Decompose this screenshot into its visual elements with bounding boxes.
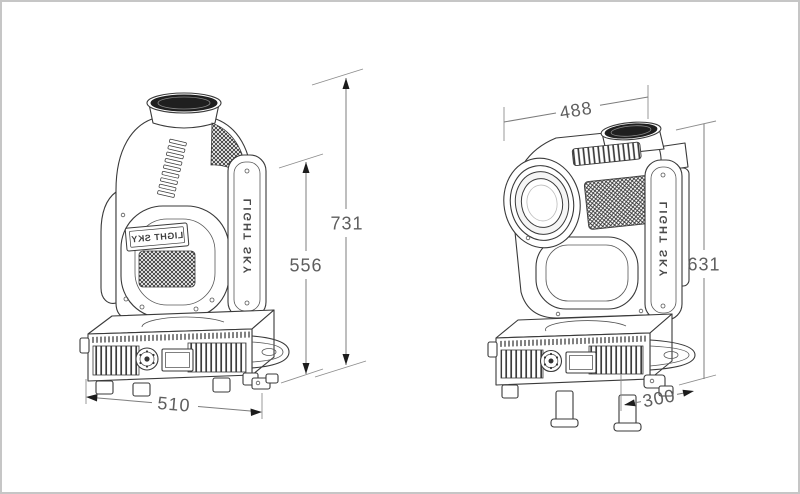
dim-label-631: 631	[687, 254, 720, 274]
base-left-bracket	[79, 337, 90, 354]
rear-view-drawing: LIGHT SKY LIGHT SKY	[79, 68, 367, 419]
display-panel-side	[565, 351, 597, 374]
dim-label-556: 556	[289, 255, 322, 275]
display-panel	[161, 348, 194, 372]
rear-view-base	[79, 309, 290, 397]
dim-label-488: 488	[558, 98, 594, 123]
base-handle	[251, 335, 290, 369]
yoke-arm-rear: LIGHT SKY	[227, 154, 267, 319]
side-view-base	[487, 313, 696, 432]
head-side-mesh	[583, 175, 653, 230]
screw-dots	[120, 212, 215, 312]
side-view-head: LIGHT SKY	[503, 121, 690, 321]
head-rear-ring	[120, 205, 230, 319]
base-slat-vent-left-side	[500, 349, 544, 379]
power-connector	[135, 347, 159, 371]
base-left-bracket-side	[487, 341, 498, 358]
yoke-arm-brand-label-side: LIGHT SKY	[658, 202, 670, 279]
base-feet-side	[501, 374, 674, 432]
head-top-vent	[571, 141, 642, 167]
dim-top-width-side: 488	[503, 85, 649, 141]
yoke-arm-side: LIGHT SKY	[644, 159, 683, 321]
base-slat-vent-right-side	[588, 345, 644, 375]
base-top-vent-strip	[90, 331, 250, 343]
head-side-cover-ring	[535, 236, 639, 310]
rear-view-head: LIGHT SKY LIGHT SKY	[100, 92, 267, 321]
dim-label-300: 300	[641, 385, 677, 411]
base-slat-vent-left	[92, 345, 140, 376]
head-louver-vent	[157, 138, 187, 198]
base-feet	[95, 372, 279, 397]
rear-grille	[138, 250, 196, 288]
power-connector-side	[539, 349, 563, 373]
screw-dots-side	[525, 235, 644, 317]
dim-base-width-rear: 510	[85, 379, 263, 419]
yoke-arm-brand-label: LIGHT SKY	[242, 199, 254, 276]
pan-bearing-arc-side	[545, 320, 627, 332]
dim-overall-height-side: 631	[675, 120, 720, 386]
brand-badge: LIGHT SKY	[124, 222, 190, 252]
pan-bearing-arc	[141, 316, 225, 328]
base-top-vent-strip-side	[498, 335, 648, 347]
dim-overall-height-rear: 731	[311, 68, 367, 378]
front-lens	[503, 157, 581, 249]
yoke-left-horn	[100, 191, 117, 304]
dim-body-height-rear: 556	[278, 153, 324, 384]
dim-label-731: 731	[330, 213, 363, 233]
brand-badge-label: LIGHT SKY	[130, 230, 183, 245]
dim-label-510: 510	[157, 393, 192, 416]
head-top-cap	[146, 92, 222, 129]
base-slat-vent-right	[187, 342, 247, 373]
base-handle-side	[649, 339, 696, 371]
side-view-drawing: LIGHT SKY	[487, 85, 720, 432]
